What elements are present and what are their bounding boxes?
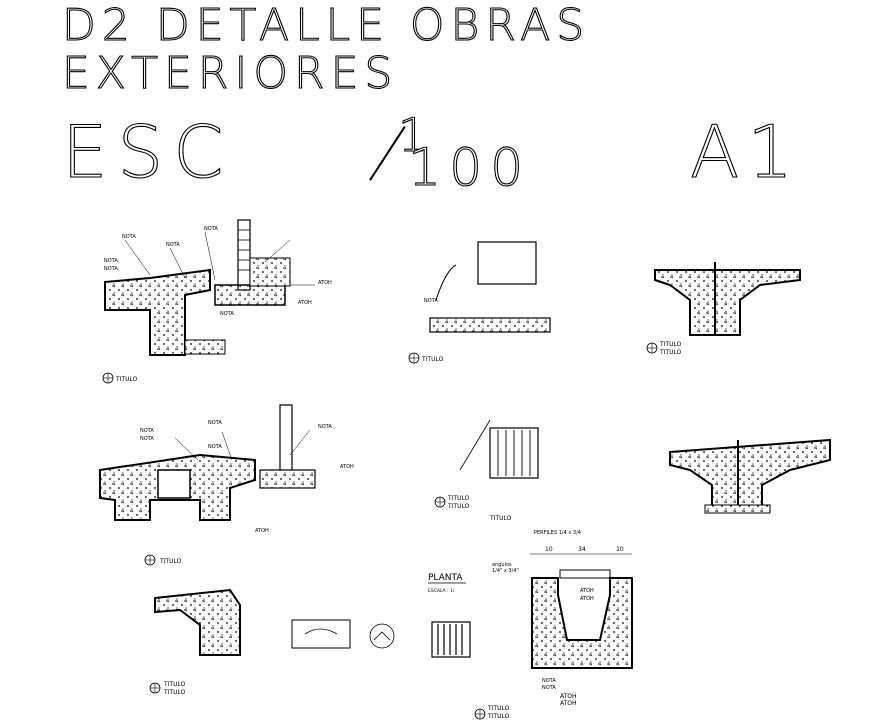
- angulos-label: angulos: [492, 562, 512, 568]
- atoh-label: ATOH: [580, 588, 594, 594]
- titulo-label: TITULO: [489, 515, 512, 522]
- titulo-label: TITULO: [659, 349, 682, 356]
- titulo-label: TITULO: [163, 689, 186, 696]
- nota-label: NOTA: [542, 678, 556, 684]
- angulos-dim-label: 1/4" x 3/4": [492, 568, 519, 574]
- paper-size: A1: [689, 109, 802, 194]
- detail-3: TITULO TITULO: [646, 262, 801, 356]
- titulo-label: TITULO: [447, 503, 470, 510]
- nota-label: NOTA: [204, 226, 218, 232]
- detail-10-channel: PERFILES 1/4 x 3/4 angulos 1/4" x 3/4" 1…: [474, 530, 633, 720]
- nota-label: NOTA: [220, 311, 234, 317]
- atoh-label: ATOH: [580, 596, 594, 602]
- nota-label: NOTA: [208, 420, 222, 426]
- nota-label: NOTA: [542, 685, 556, 691]
- detail-7: TITULO TITULO: [149, 588, 241, 696]
- nota-label: NOTA: [166, 242, 180, 248]
- sheet-title-line-1: D2 DETALLE OBRAS: [61, 0, 591, 52]
- nota-label: NOTA: [104, 258, 118, 264]
- titulo-label: TITULO: [421, 356, 444, 363]
- detail-8: [291, 619, 395, 649]
- titulo-label: TITULO: [447, 495, 470, 502]
- nota-label: NOTA: [208, 444, 222, 450]
- titulo-label: TITULO: [487, 705, 510, 712]
- dim-34: 34: [578, 546, 586, 553]
- scale-prefix: ESC: [61, 109, 234, 194]
- titulo-label: TITULO: [487, 713, 510, 720]
- scale-numerator: 1: [397, 107, 434, 162]
- detail-6: [669, 438, 831, 514]
- titulo-label: TITULO: [163, 681, 186, 688]
- nota-label: NOTA: [424, 298, 438, 304]
- detail-1: NOTA NOTA NOTA NOTA NOTA NOTA ATOH ATOH …: [102, 219, 332, 384]
- atoh-label: ATOH: [255, 528, 269, 534]
- planta-scale: ESCALA : 1/: [428, 588, 455, 594]
- nota-label: NOTA: [122, 234, 136, 240]
- dim-10: 10: [616, 546, 624, 553]
- dim-10: 10: [545, 546, 553, 553]
- atoh-label: ATOH: [560, 693, 577, 700]
- titulo-label: TITULO: [159, 558, 182, 565]
- atoh-label: ATOH: [298, 300, 312, 306]
- sheet-title-line-2: EXTERIORES: [61, 47, 399, 99]
- atoh-label: ATOH: [318, 280, 332, 286]
- titulo-label: TITULO: [659, 341, 682, 348]
- nota-label: NOTA: [104, 266, 118, 272]
- detail-9-planta: PLANTA ESCALA : 1/: [428, 573, 471, 658]
- nota-label: NOTA: [318, 424, 332, 430]
- detail-4: NOTA NOTA NOTA NOTA NOTA ATOH ATOH TITUL…: [99, 404, 354, 566]
- scale-denominator: 100: [407, 137, 532, 198]
- atoh-label: ATOH: [340, 464, 354, 470]
- planta-title: PLANTA: [428, 573, 463, 583]
- atoh-label: ATOH: [560, 700, 577, 707]
- titulo-label: TITULO: [115, 376, 138, 383]
- perfiles-label: PERFILES 1/4 x 3/4: [534, 530, 581, 536]
- nota-label: NOTA: [140, 428, 154, 434]
- detail-5: TITULO TITULO TITULO: [434, 419, 539, 522]
- nota-label: NOTA: [140, 436, 154, 442]
- detail-2: NOTA TITULO: [408, 241, 551, 364]
